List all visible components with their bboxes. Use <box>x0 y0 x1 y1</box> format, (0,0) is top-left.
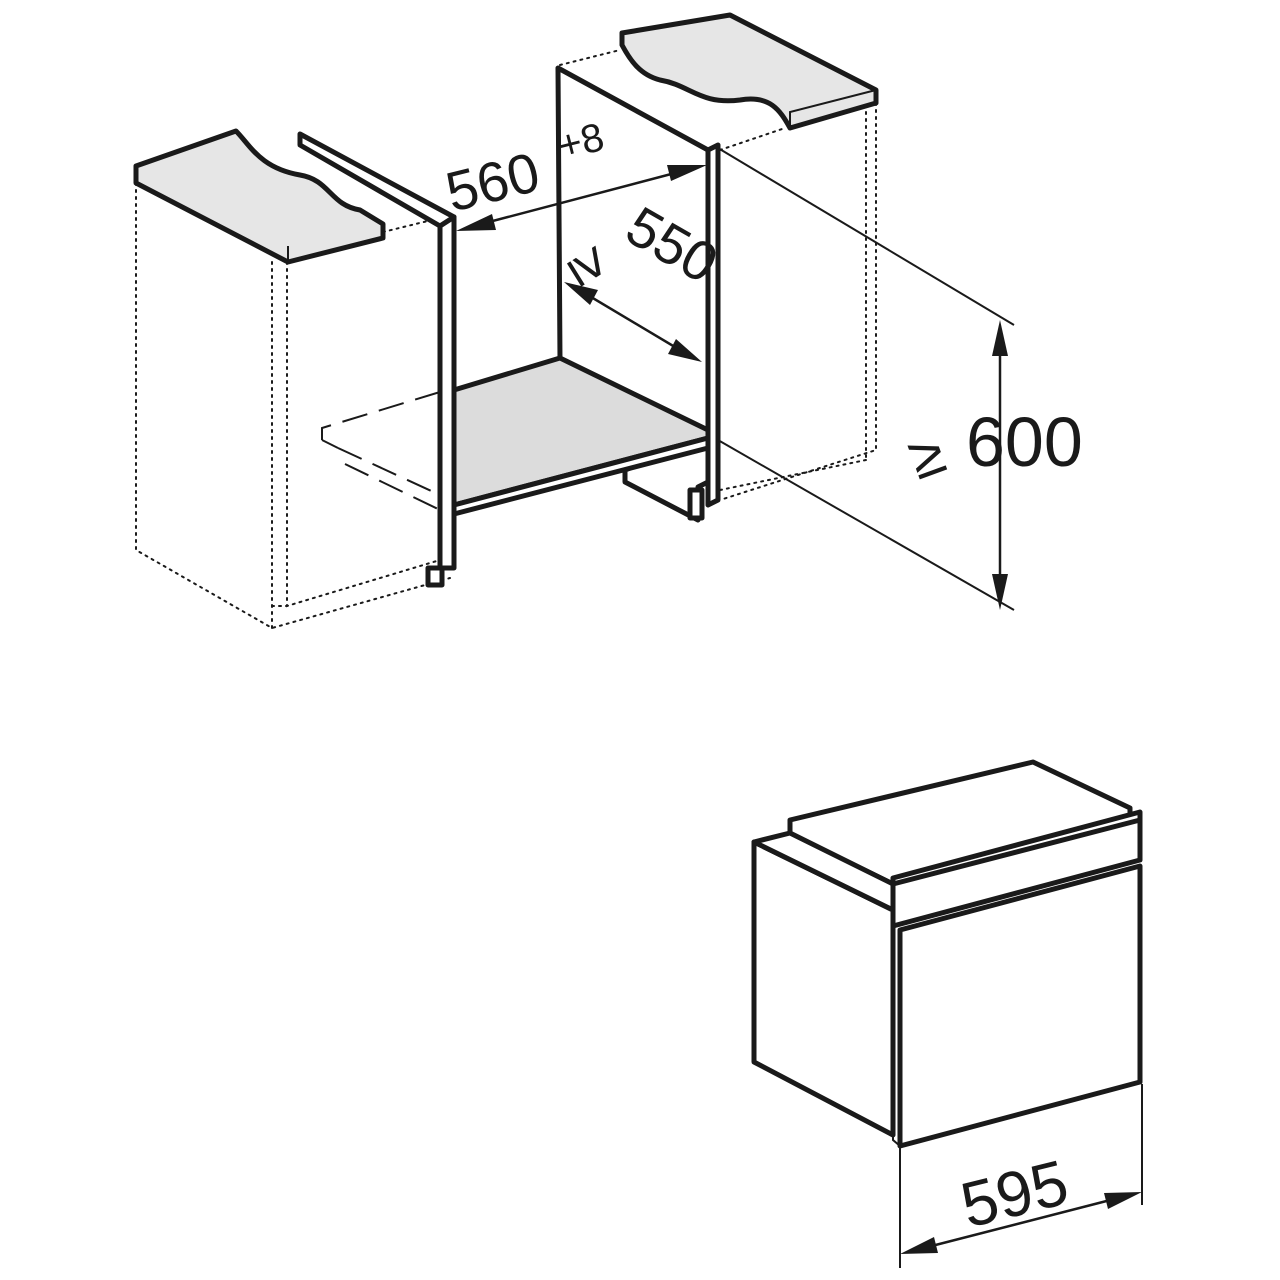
right-worktop <box>619 12 879 131</box>
niche-left-panel <box>297 131 457 588</box>
niche-height-symbol: ≥ <box>900 418 954 492</box>
niche-shelf <box>321 355 711 517</box>
right-cabinet <box>559 12 879 501</box>
appliance-front <box>897 863 1143 1149</box>
built-in-appliance <box>751 759 1143 1149</box>
left-worktop <box>133 128 386 265</box>
appliance-width-label: 595 <box>954 1146 1075 1242</box>
left-cabinet <box>133 128 451 630</box>
niche-width-tolerance-label: +8 <box>554 115 609 169</box>
dimension-niche-height: ≥ 600 <box>717 147 1083 611</box>
niche-height-label: 600 <box>966 403 1083 481</box>
